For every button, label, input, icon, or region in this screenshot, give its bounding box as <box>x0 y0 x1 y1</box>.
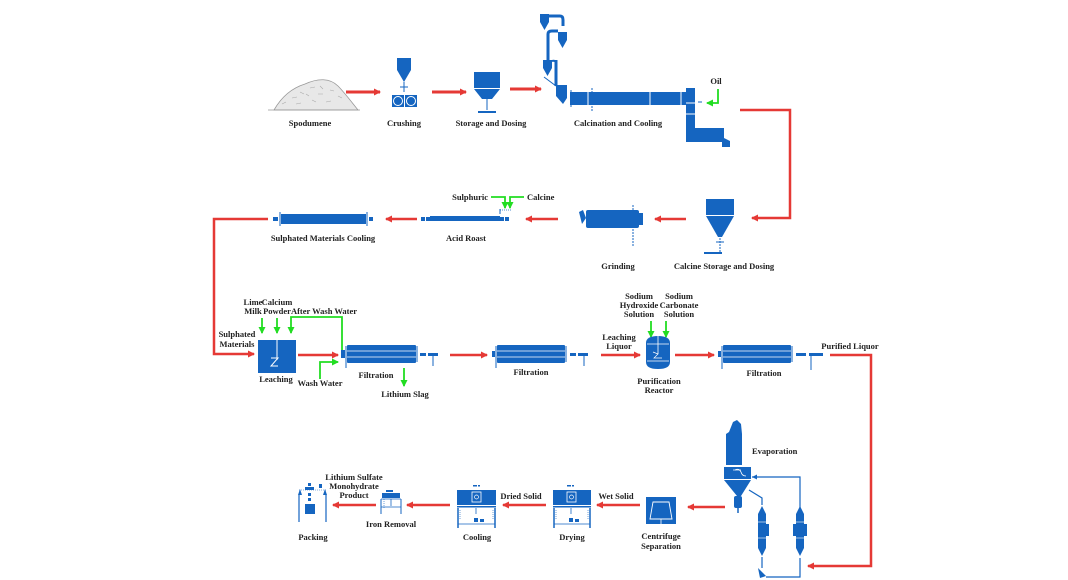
label-acid-roast: Acid Roast <box>446 233 486 243</box>
label-wet-solid: Wet Solid <box>598 491 633 501</box>
label-iron-removal: Iron Removal <box>366 519 417 529</box>
label-crushing: Crushing <box>387 118 422 128</box>
label-drying: Drying <box>559 532 585 542</box>
label-wash-water: Wash Water <box>298 378 343 388</box>
acid-roast-kiln-icon <box>421 209 511 221</box>
label-calcination: Calcination and Cooling <box>574 118 663 128</box>
label-product-2: Monohydrate <box>329 481 379 491</box>
label-sulphated-materials-2: Materials <box>220 339 256 349</box>
label-naoh-1: Sodium <box>625 291 653 301</box>
belt-filter-icon <box>492 345 588 368</box>
label-product-1: Lithium Sulfate <box>325 472 383 482</box>
label-sulphated-cooling: Sulphated Materials Cooling <box>271 233 376 243</box>
label-grinding: Grinding <box>601 261 635 271</box>
crusher-icon <box>392 58 417 107</box>
cooling-unit-icon <box>457 485 496 528</box>
purification-reactor-icon <box>646 333 670 369</box>
label-leaching: Leaching <box>259 374 293 384</box>
label-storage-dosing: Storage and Dosing <box>456 118 528 128</box>
label-calcine: Calcine <box>527 192 555 202</box>
sulphuric-input-arrow <box>491 196 509 209</box>
packing-machine-icon <box>298 483 327 522</box>
label-calcium-2: Powder <box>263 306 291 316</box>
label-filtration-3: Filtration <box>747 368 782 378</box>
calcine-storage-bin-icon <box>704 199 734 254</box>
label-sulphuric: Sulphuric <box>452 192 488 202</box>
label-naoh-3: Solution <box>624 309 655 319</box>
label-purified-liquor: Purified Liquor <box>821 341 879 351</box>
label-filtration-2: Filtration <box>514 367 549 377</box>
label-dried-solid: Dried Solid <box>500 491 542 501</box>
leaching-tank-icon <box>258 340 296 373</box>
label-after-wash-water: After Wash Water <box>291 306 357 316</box>
label-na2co3-2: Carbonate <box>660 300 699 310</box>
label-leaching-liquor-2: Liquor <box>606 341 632 351</box>
label-naoh-2: Hydroxide <box>620 300 659 310</box>
spodumene-pile-icon <box>268 79 360 111</box>
label-na2co3-3: Solution <box>664 309 695 319</box>
belt-filter-icon <box>341 345 438 368</box>
storage-bin-icon <box>474 72 500 113</box>
cooler-drum-icon <box>273 212 373 226</box>
label-cooling: Cooling <box>463 532 492 542</box>
label-lime-1: Lime <box>244 297 263 307</box>
label-calcium-1: Calcium <box>262 297 293 307</box>
rotary-kiln-icon <box>540 14 730 147</box>
label-spodumene: Spodumene <box>289 118 332 128</box>
wash-water-input-arrow <box>319 358 339 379</box>
label-product-3: Product <box>339 490 368 500</box>
label-oil: Oil <box>710 76 722 86</box>
iron-removal-icon <box>380 490 402 514</box>
label-na2co3-1: Sodium <box>665 291 693 301</box>
label-purification-2: Reactor <box>645 385 674 395</box>
oil-input-arrow <box>706 89 719 107</box>
dryer-icon <box>553 485 591 528</box>
flow-arrow <box>807 353 873 570</box>
flow-arrow <box>740 108 792 222</box>
flow-arrow <box>212 217 268 358</box>
label-centrifuge-2: Separation <box>641 541 681 551</box>
label-sulphated-materials-1: Sulphated <box>219 329 256 339</box>
label-evaporation: Evaporation <box>752 446 798 456</box>
belt-filter-icon <box>718 345 823 370</box>
label-filtration-1: Filtration <box>359 370 394 380</box>
label-purification-1: Purification <box>637 376 681 386</box>
label-packing: Packing <box>298 532 328 542</box>
ball-mill-icon <box>579 205 643 246</box>
label-centrifuge-1: Centrifuge <box>641 531 680 541</box>
label-leaching-liquor-1: Leaching <box>602 332 636 342</box>
evaporator-icon <box>724 420 807 578</box>
after-wash-water-arrow <box>287 316 343 350</box>
centrifuge-icon <box>646 497 676 524</box>
label-lithium-slag: Lithium Slag <box>381 389 429 399</box>
calcine-input-arrow <box>506 196 524 209</box>
label-calcine-storage: Calcine Storage and Dosing <box>674 261 775 271</box>
label-lime-2: Milk <box>244 306 262 316</box>
